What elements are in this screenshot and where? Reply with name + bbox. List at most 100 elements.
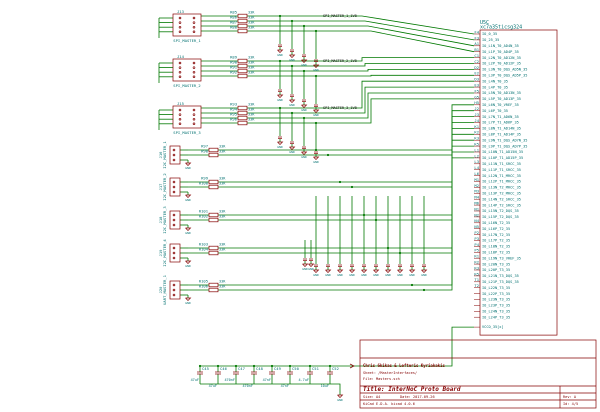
resistor-value: 33R xyxy=(219,150,226,154)
ic-pin-name: IO_25_35 xyxy=(482,38,499,42)
gnd-label: GND xyxy=(397,273,403,277)
ic-pin-number: N2 xyxy=(474,212,479,217)
ic-pin-name: IO_L20P_T3_35 xyxy=(482,268,510,272)
ic-pin-number: M2 xyxy=(474,183,479,188)
connector-pin xyxy=(192,75,196,79)
gnd-label: GND xyxy=(185,166,191,170)
ic-pin-name: IO_L20N_T3_35 xyxy=(482,262,510,266)
ic-pin-name: IO_L4N_T0_35 xyxy=(482,79,508,83)
gnd-label: GND xyxy=(337,273,343,277)
net-label: SPI_MASTER_2_1V8 xyxy=(323,59,357,63)
ic-pin-number: J3 xyxy=(474,112,479,117)
wire xyxy=(292,86,474,114)
wire xyxy=(350,326,474,367)
cap-value: 470nF xyxy=(224,378,235,382)
gnd-label: GND xyxy=(185,264,191,268)
gnd-label: GND xyxy=(302,267,308,271)
resistor-value: 33R xyxy=(248,113,255,117)
cap-ref: C50 xyxy=(292,366,300,371)
connector-pin xyxy=(172,153,176,157)
resistor-value: 33R xyxy=(219,145,226,149)
ic-pin-name: IO_L14P_T2_SRCC_35 xyxy=(482,203,521,207)
wire xyxy=(280,57,474,62)
gnd-label: GND xyxy=(313,160,319,164)
ic-pin-name: IO_L3N_T0_DQS_AD5N_35 xyxy=(482,68,527,72)
ic-pin-name: IO_L6P_T0_35 xyxy=(482,109,508,113)
i2c-connector xyxy=(169,280,181,300)
ic-ref: U5C xyxy=(480,20,489,26)
ic-pin-name: IO_L8P_T1_AD14P_35 xyxy=(482,133,521,137)
connector-ref: J16 xyxy=(158,151,163,159)
gnd-symbol xyxy=(277,94,284,98)
resistor-value: 33R xyxy=(248,21,255,25)
ic-pin-name: IO_L5N_T0_AD13N_35 xyxy=(482,91,521,95)
connector-pin xyxy=(178,25,182,29)
resistor-ref: R102 xyxy=(199,214,208,219)
wire xyxy=(280,80,474,109)
i2c-connector xyxy=(169,177,181,197)
parts-layer xyxy=(169,13,558,398)
gnd-label: GND xyxy=(277,98,283,102)
ic-pin-number: F5 xyxy=(474,88,479,93)
ic-pin-name: IO_L2P_T0_AD12P_35 xyxy=(482,62,521,66)
tb-authors: Chris Gkikas & Lefteris Kyriakakis xyxy=(363,363,445,368)
resistor xyxy=(208,212,219,218)
wire xyxy=(340,116,474,183)
ic-pin-name: IO_L12P_T1_MRCC_35 xyxy=(482,180,521,184)
wire xyxy=(424,157,474,291)
ic-pin-number: E3 xyxy=(474,83,479,88)
resistor-ref: R104 xyxy=(199,247,209,252)
resistor-ref: R106 xyxy=(199,284,209,289)
ic-pin-number: M6 xyxy=(474,201,479,206)
net-label: SPI_MASTER_3_1V8 xyxy=(323,106,357,110)
resistor-ref: R91 xyxy=(230,65,238,70)
ic-pin-name: IO_L23N_T3_35 xyxy=(482,298,510,302)
power-flag xyxy=(349,363,355,369)
connector-ref: J20 xyxy=(158,286,163,294)
ic-pin-number: L3 xyxy=(474,159,479,164)
cap-ref: C49 xyxy=(274,366,282,371)
wire xyxy=(292,63,474,67)
ic-pin-number: L1 xyxy=(474,147,479,152)
ic-pin-name: IO_L22P_T3_35 xyxy=(482,292,510,296)
gnd-symbol xyxy=(313,64,320,68)
ic-pin-name: IO_L4P_T0_35 xyxy=(482,85,508,89)
ic-pin-number: L4 xyxy=(474,165,479,170)
connector-pin xyxy=(192,122,196,126)
resistor-ref: R89 xyxy=(230,55,238,60)
ic-pin-name: IO_L16N_T2_35 xyxy=(482,221,510,225)
resistor xyxy=(237,105,248,111)
resistor-value: 33R xyxy=(219,182,226,186)
resistor xyxy=(208,282,219,288)
gnd-symbol xyxy=(185,260,192,264)
cap-value: 47uF xyxy=(191,378,199,382)
cap-value: 47nF xyxy=(281,384,289,388)
ic-pin-name: IO_L11P_T1_SRCC_35 xyxy=(482,168,521,172)
gnd-symbol xyxy=(289,99,296,103)
ic-pin-name: IO_L11N_T1_SRCC_35 xyxy=(482,162,521,166)
ic-pin-name: IO_L9P_T1_DQS_AD7P_35 xyxy=(482,144,527,148)
ic-pin-name: IO_L7P_T1_AD6P_35 xyxy=(482,121,519,125)
ic-pin-name: IO_L9N_T1_DQS_AD7N_35 xyxy=(482,138,527,142)
wire xyxy=(247,70,305,99)
ic-pin-number: B1 xyxy=(474,47,479,52)
connector-pin xyxy=(172,246,176,250)
resistor-ref: R96 xyxy=(230,117,238,122)
gnd-symbol xyxy=(185,297,192,301)
gnd-label: GND xyxy=(421,273,427,277)
connector-value: UART_MASTER_1 xyxy=(162,274,167,304)
ic-pin-number: A1 xyxy=(474,41,479,46)
wire xyxy=(376,133,474,221)
wire xyxy=(316,104,474,151)
wire xyxy=(304,92,474,119)
resistor xyxy=(237,63,248,69)
resistor xyxy=(208,147,219,153)
connector-pin xyxy=(178,21,182,24)
gnd-symbol xyxy=(185,194,192,198)
resistor-ref: R88 xyxy=(230,25,238,30)
resistor-value: 33R xyxy=(219,285,226,289)
resistor xyxy=(237,110,248,116)
gnd-symbol xyxy=(301,59,308,63)
ic-pin-number: R5 xyxy=(474,271,479,276)
